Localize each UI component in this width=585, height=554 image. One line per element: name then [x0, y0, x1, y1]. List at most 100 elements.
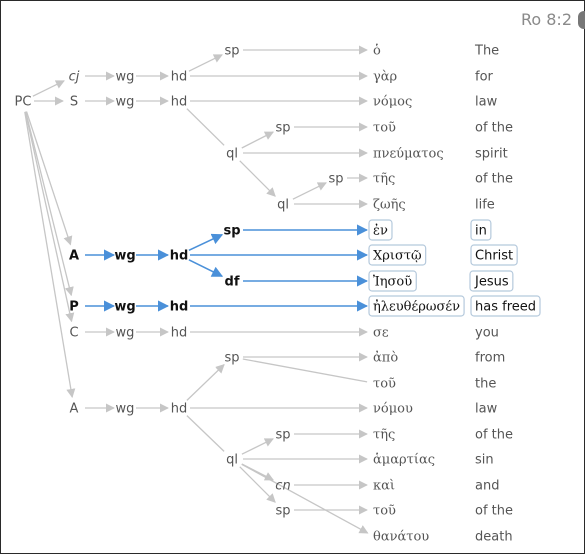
tree-node-cj[interactable]: cj — [69, 70, 80, 85]
tree-node-c[interactable]: C — [69, 326, 78, 341]
gloss-word-highlight — [470, 219, 492, 241]
tree-edge — [292, 182, 327, 200]
greek-word[interactable]: νόμου — [373, 402, 413, 417]
tree-edge — [188, 259, 224, 277]
tree-node-hd1[interactable]: hd — [171, 70, 188, 85]
gloss-word[interactable]: spirit — [475, 147, 508, 162]
tree-node-a1[interactable]: A — [69, 249, 79, 264]
tree-node-ql3[interactable]: ql — [226, 453, 238, 468]
greek-word[interactable]: ἀπὸ — [373, 351, 398, 366]
greek-word[interactable]: γὰρ — [373, 70, 397, 85]
tree-node-hd4[interactable]: hd — [170, 300, 189, 315]
tree-node-sp7[interactable]: sp — [275, 504, 290, 519]
tree-edge — [186, 415, 225, 452]
gloss-word[interactable]: you — [475, 326, 499, 341]
gloss-word-highlight — [469, 270, 514, 292]
gloss-word-highlight — [470, 295, 541, 317]
greek-word[interactable]: πνεύματος — [373, 147, 444, 162]
gloss-word[interactable]: life — [475, 198, 495, 213]
greek-word[interactable]: Ἰησοῦ — [373, 275, 412, 290]
gloss-word[interactable]: has freed — [475, 300, 536, 315]
greek-word[interactable]: τῆς — [373, 428, 395, 443]
greek-word[interactable]: ζωῆς — [373, 198, 406, 213]
tree-edge — [32, 80, 65, 97]
tree-node-wg5[interactable]: wg — [116, 326, 135, 341]
gloss-word[interactable]: death — [475, 530, 513, 545]
tree-node-ql1[interactable]: ql — [226, 147, 238, 162]
gloss-word[interactable]: law — [475, 95, 498, 110]
tree-node-wg3[interactable]: wg — [114, 249, 135, 264]
tree-node-wg2[interactable]: wg — [116, 95, 135, 110]
tree-node-wg6[interactable]: wg — [116, 402, 135, 417]
greek-word-highlight — [368, 295, 465, 317]
tree-node-sp2[interactable]: sp — [275, 121, 290, 136]
tree-node-sp5[interactable]: sp — [224, 351, 239, 366]
tree-node-s[interactable]: S — [70, 95, 78, 110]
gloss-word[interactable]: the — [475, 377, 496, 392]
tree-edge — [24, 111, 76, 398]
tree-node-hd3[interactable]: hd — [170, 249, 189, 264]
gloss-word[interactable]: The — [474, 44, 499, 59]
tree-edge — [25, 111, 74, 297]
gloss-word-highlight — [470, 244, 518, 266]
verse-reference: Ro 8:2 — [520, 10, 572, 29]
tree-edge — [186, 108, 225, 146]
tree-edge — [239, 466, 276, 503]
greek-word-highlight — [368, 219, 393, 241]
greek-word[interactable]: ἐν — [373, 224, 388, 239]
greek-word[interactable]: καὶ — [373, 479, 395, 494]
gloss-word[interactable]: of the — [475, 121, 513, 136]
tree-edge — [239, 160, 276, 197]
tree-node-a2[interactable]: A — [70, 402, 79, 417]
gloss-word[interactable]: and — [475, 479, 499, 494]
greek-word[interactable]: τοῦ — [373, 377, 396, 392]
tree-node-hd6[interactable]: hd — [171, 402, 188, 417]
gloss-word[interactable]: of the — [475, 172, 513, 187]
gloss-word[interactable]: of the — [475, 428, 513, 443]
greek-word[interactable]: σε — [373, 326, 389, 341]
tree-edges — [24, 45, 369, 534]
tree-node-sp6[interactable]: sp — [275, 428, 290, 443]
tree-edge — [241, 131, 275, 149]
tree-node-df[interactable]: df — [225, 275, 240, 290]
tree-node-wg4[interactable]: wg — [114, 300, 135, 315]
gloss-word[interactable]: Christ — [475, 249, 513, 264]
tree-edge — [188, 233, 224, 252]
tree-node-hd2[interactable]: hd — [171, 95, 188, 110]
gloss-word[interactable]: law — [475, 402, 498, 417]
tree-edge — [24, 111, 75, 323]
tree-node-p[interactable]: P — [69, 300, 79, 315]
scroll-handle[interactable] — [578, 11, 585, 29]
greek-word-highlight — [368, 244, 427, 266]
greek-word-highlight — [368, 270, 417, 292]
tree-node-ql2[interactable]: ql — [277, 198, 289, 213]
greek-word[interactable]: νόμος — [373, 95, 412, 110]
tree-edge — [186, 363, 225, 401]
tree-node-sp4[interactable]: sp — [223, 224, 240, 239]
gloss-word[interactable]: from — [475, 351, 505, 366]
greek-word[interactable]: τοῦ — [373, 121, 396, 136]
gloss-word[interactable]: for — [475, 70, 494, 85]
greek-word[interactable]: θανάτου — [373, 530, 429, 545]
tree-node-wg1[interactable]: wg — [116, 70, 135, 85]
greek-word[interactable]: ἁμαρτίας — [373, 453, 435, 468]
greek-word[interactable]: ἠλευθέρωσέν — [373, 300, 460, 315]
tree-node-sp1[interactable]: sp — [224, 44, 239, 59]
greek-word[interactable]: τῆς — [373, 172, 395, 187]
word-column: ὁ The γὰρ for νόμος law τοῦ of the πνεύματος spir… — [368, 44, 541, 545]
tree-node-hd5[interactable]: hd — [171, 326, 188, 341]
greek-word[interactable]: ὁ — [373, 44, 381, 59]
tree-node-cn[interactable]: cn — [275, 479, 290, 494]
greek-word[interactable]: τοῦ — [373, 504, 396, 519]
tree-edge — [242, 358, 368, 383]
gloss-word[interactable]: sin — [475, 453, 494, 468]
gloss-word[interactable]: in — [475, 224, 487, 239]
tree-node-sp3[interactable]: sp — [328, 172, 343, 187]
tree-node-pc[interactable]: PC — [15, 95, 32, 110]
greek-word[interactable]: Χριστῷ — [373, 249, 422, 264]
gloss-word[interactable]: of the — [475, 504, 513, 519]
gloss-word[interactable]: Jesus — [474, 275, 509, 290]
